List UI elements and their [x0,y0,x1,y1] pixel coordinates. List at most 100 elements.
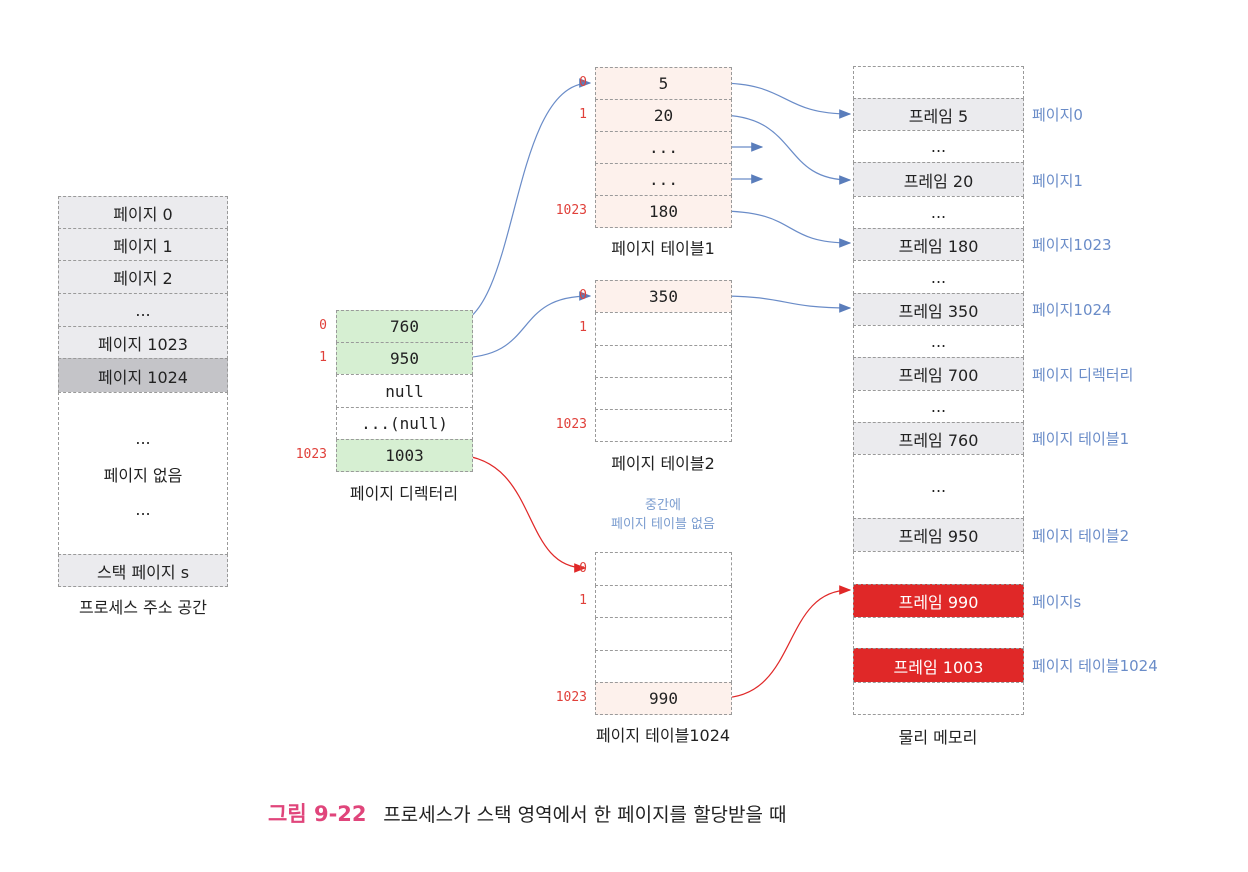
gap-ellipsis: ... [135,428,151,448]
cell-label: 프레임 350 [898,301,979,321]
cell-label: ... [649,170,678,189]
memory-frame: 프레임 700 [853,357,1024,391]
index-label: 0 [579,288,587,303]
index-label: 0 [319,318,327,333]
cell-label: 프레임 950 [898,527,979,546]
dir-entry-1: 950 [336,342,473,375]
address-stack-page: 스택 페이지 s [58,554,228,587]
arrow-dir-0 [455,78,592,326]
gap-ellipsis: ... [135,499,151,519]
arrow-pt1-0 [717,82,852,119]
frame-owner-label: 페이지1023 [1032,236,1112,254]
cell-label: 프레임 990 [898,593,979,612]
pt1-entry-1023: 180 [595,195,732,228]
pt2-entry-1 [595,312,732,346]
cell-label: 프레임 20 [903,171,974,191]
index-label: 1 [579,320,587,335]
address-ellipsis: ... [58,293,228,327]
directory-title: 페이지 디렉터리 [349,484,459,503]
memory-frame: 프레임 180 [853,228,1024,261]
pt1024-entry-2 [595,617,732,651]
pt1024-entry-1 [595,585,732,618]
pt1024-entry-0 [595,552,732,586]
memory-frame: 프레임 350 [853,293,1024,326]
address-page-0: 페이지 0 [58,196,228,229]
memory-frame: 프레임 990 [853,584,1024,618]
cell-label: 프레임 760 [898,430,979,450]
arrow-pt1-1 [717,114,852,185]
address-page-1023: 페이지 1023 [58,326,228,359]
arrow-pt1024-1023 [719,585,852,699]
figure-number: 그림 9-22 [268,802,367,826]
pt1024-entry-3 [595,650,732,683]
cell-label: 프레임 1003 [893,657,984,677]
cell-label: 페이지 1023 [98,334,188,354]
index-label: 1023 [555,417,587,432]
memory-frame: 프레임 5 [853,98,1024,131]
index-label: 1 [319,350,327,365]
cell-label: 페이지 0 [113,204,173,224]
note-line: 페이지 테이블 없음 [611,517,715,532]
cell-label: 프레임 700 [898,366,979,385]
arrow-pt2-0 [717,295,852,313]
figure-caption: 그림 9-22 프로세스가 스택 영역에서 한 페이지를 할당받을 때 [268,798,787,828]
frame-owner-label: 페이지0 [1032,106,1083,124]
memory-frame: 프레임 950 [853,518,1024,552]
cell-label: ... [930,477,947,496]
cell-label: ... [930,267,947,287]
memory-frame: 프레임 20 [853,162,1024,197]
address-gap: ... 페이지 없음 ... [58,392,228,555]
memory-frame [853,66,1024,99]
cell-label: ... [930,203,947,222]
index-label: 0 [579,561,587,576]
caption-text: 프로세스가 스택 영역에서 한 페이지를 할당받을 때 [383,804,787,826]
index-label: 0 [579,75,587,90]
cell-label: 990 [649,689,678,708]
memory-frame [853,617,1024,649]
arrow-dir-1023 [457,454,587,573]
dir-entry-1023: 1003 [336,439,473,472]
frame-owner-label: 페이지 테이블1 [1032,430,1130,448]
memory-frame: 프레임 1003 [853,648,1024,683]
memory-frame: ... [853,130,1024,163]
memory-frame [853,682,1024,715]
cell-label: 스택 페이지 s [96,562,190,582]
cell-label: 페이지 2 [113,269,173,288]
frame-owner-label: 페이지 디렉터리 [1032,366,1134,384]
cell-label: 5 [658,74,669,93]
index-label: 1 [579,107,587,122]
pt2-entry-3 [595,377,732,410]
cell-label: ... [135,300,151,320]
cell-label: 180 [649,202,678,221]
dir-entry-0: 760 [336,310,473,343]
cell-label: 1003 [385,446,424,465]
dir-entry-2: null [336,374,473,408]
cell-label: 프레임 5 [908,106,969,126]
pt1-title: 페이지 테이블1 [611,239,715,258]
cell-label: ... [649,138,678,157]
memory-frame: ... [853,260,1024,294]
cell-label: 950 [390,349,419,368]
cell-label: ... [930,332,947,351]
index-label: 1023 [295,447,327,462]
memory-frame: 프레임 760 [853,422,1024,455]
address-space-title: 프로세스 주소 공간 [79,598,207,617]
pt2-title: 페이지 테이블2 [611,454,715,473]
memory-frame: ... [853,454,1024,519]
pt1-entry-2: ... [595,131,732,164]
pt1-entry-1: 20 [595,99,732,132]
address-page-2: 페이지 2 [58,260,228,294]
memory-frame: ... [853,325,1024,358]
memory-title: 물리 메모리 [898,728,978,747]
pt2-entry-1023 [595,409,732,442]
cell-label: ... [930,397,947,416]
address-page-1024: 페이지 1024 [58,358,228,393]
pt2-entry-0: 350 [595,280,732,313]
frame-owner-label: 페이지s [1032,593,1082,611]
index-label: 1 [579,593,587,608]
pt1024-entry-1023: 990 [595,682,732,715]
index-label: 1023 [555,203,587,218]
pt1-entry-0: 5 [595,67,732,100]
cell-label: 프레임 180 [898,236,979,256]
